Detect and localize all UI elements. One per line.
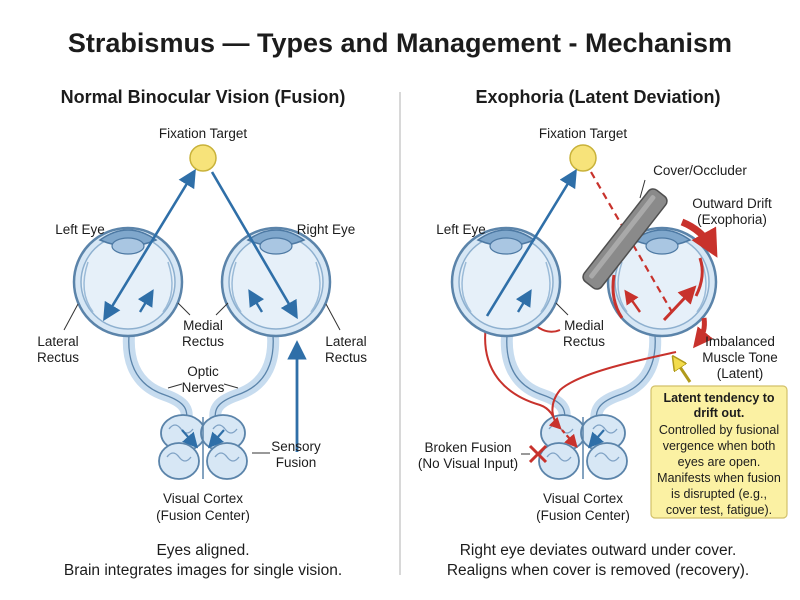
left-eye-label: Left Eye	[55, 222, 105, 237]
optic-nerves-label-1: Optic	[187, 364, 219, 379]
exo-medial-rectus-label-2: Rectus	[563, 334, 605, 349]
lateral-rectus-right-leader	[325, 303, 341, 331]
note-line-2: vergence when both	[663, 439, 776, 453]
broken-fusion-label-1: Broken Fusion	[424, 440, 511, 455]
left-panel-heading: Normal Binocular Vision (Fusion)	[61, 87, 346, 107]
left-fixation-target-icon	[189, 144, 217, 172]
left-caption-line-2: Brain integrates images for single visio…	[64, 562, 342, 579]
sensory-fusion-label-2: Fusion	[276, 455, 317, 470]
exo-left-eye-icon	[450, 226, 562, 338]
left-visual-axis-arrow	[103, 168, 196, 322]
x-mark-icon	[528, 444, 548, 464]
exophoria-panel: Exophoria (Latent Deviation) Fixation Ta…	[418, 87, 788, 579]
left-fixation-target-label: Fixation Target	[159, 126, 248, 141]
exo-right-lateral-muscle	[694, 257, 704, 297]
left-optic-nerve-outline	[128, 324, 188, 426]
exo-right-optic-nerve-outline	[595, 324, 656, 426]
left-cortex-arrow-b	[207, 429, 225, 449]
exo-visual-cortex-label-1: Visual Cortex	[543, 491, 623, 506]
lateral-rectus-right-label-2: Rectus	[325, 350, 367, 365]
right-inner-arrow	[248, 289, 265, 313]
note-line-4: Manifests when fusion	[657, 471, 781, 485]
left-caption-line-1: Eyes aligned.	[156, 542, 249, 559]
imbalanced-tone-label-1: Imbalanced	[705, 334, 775, 349]
page-title: Strabismus — Types and Management - Mech…	[68, 28, 732, 58]
exo-red-feedback-path	[548, 351, 677, 430]
right-caption-line-2: Realigns when cover is removed (recovery…	[447, 562, 749, 579]
note-line-1: Controlled by fusional	[659, 423, 779, 437]
exo-right-medial-muscle	[611, 274, 624, 319]
outward-drift-label-1: Outward Drift	[692, 196, 772, 211]
imbalance-arrow	[693, 317, 714, 349]
note-bold-line-1: Latent tendency to	[663, 391, 774, 405]
lateral-rectus-left-leader	[63, 303, 79, 331]
imbalanced-tone-label-2: Muscle Tone	[702, 350, 778, 365]
right-eye-label: Right Eye	[297, 222, 356, 237]
lateral-rectus-left-label-1: Lateral	[37, 334, 78, 349]
exo-left-optic-nerve-outline	[506, 324, 566, 426]
right-fixation-target-icon	[569, 144, 597, 172]
left-visual-cortex-label-1: Visual Cortex	[163, 491, 243, 506]
cover-occluder-label: Cover/Occluder	[653, 163, 747, 178]
medial-rectus-label-2: Rectus	[182, 334, 224, 349]
normal-vision-panel: Normal Binocular Vision (Fusion) Fixatio…	[37, 87, 367, 579]
left-visual-cortex-label-2: (Fusion Center)	[156, 508, 250, 523]
exo-left-eye-label: Left Eye	[436, 222, 486, 237]
note-bold-line-2: drift out.	[694, 406, 745, 420]
exo-medial-rectus-label-1: Medial	[564, 318, 604, 333]
right-panel-heading: Exophoria (Latent Deviation)	[475, 87, 720, 107]
exo-cortex-arrow-a	[561, 429, 578, 448]
note-pointer-arrow	[674, 358, 692, 383]
exo-left-inner-arrow	[515, 289, 532, 313]
latent-tendency-note-box	[650, 385, 788, 519]
right-optic-nerve-outline	[214, 324, 274, 426]
exo-right-deviation-arrow	[662, 285, 697, 322]
outward-drift-label-2: (Exophoria)	[697, 212, 767, 227]
lateral-rectus-left-label-2: Rectus	[37, 350, 79, 365]
medial-rectus-label-1: Medial	[183, 318, 223, 333]
medial-rectus-leader-b	[215, 302, 229, 316]
optic-nerves-leader-a	[167, 383, 183, 389]
right-visual-axis-arrow	[210, 171, 298, 320]
medial-rectus-leader-a	[177, 302, 191, 316]
cover-occluder-icon	[582, 188, 668, 290]
left-cortex-arrow-a	[181, 429, 199, 449]
left-visual-cortex-brain-icon	[158, 414, 248, 480]
exo-right-inner-arrow	[624, 289, 641, 313]
right-fixation-target-label: Fixation Target	[539, 126, 628, 141]
note-line-5: is disrupted (e.g.,	[671, 487, 767, 501]
note-line-3: eyes are open.	[678, 455, 761, 469]
imbalanced-tone-label-3: (Latent)	[717, 366, 764, 381]
lateral-rectus-right-label-1: Lateral	[325, 334, 366, 349]
optic-nerves-leader-b	[223, 383, 239, 389]
exo-left-visual-axis-arrow	[485, 168, 577, 317]
note-line-6: cover test, fatigue).	[666, 503, 772, 517]
exo-cortex-arrow-b	[587, 429, 605, 449]
sensory-fusion-label-1: Sensory	[271, 439, 321, 454]
cover-occluder-leader	[639, 179, 646, 199]
exo-medial-rectus-leader	[555, 302, 569, 316]
left-inner-arrow	[137, 289, 154, 313]
exo-visual-cortex-label-2: (Fusion Center)	[536, 508, 630, 523]
broken-fusion-label-2: (No Visual Input)	[418, 456, 518, 471]
optic-nerves-label-2: Nerves	[182, 380, 225, 395]
exo-visual-cortex-brain-icon	[538, 414, 628, 480]
outward-drift-arrow	[680, 218, 718, 258]
exo-right-dashed-axis	[590, 171, 673, 313]
right-caption-line-1: Right eye deviates outward under cover.	[460, 542, 737, 559]
